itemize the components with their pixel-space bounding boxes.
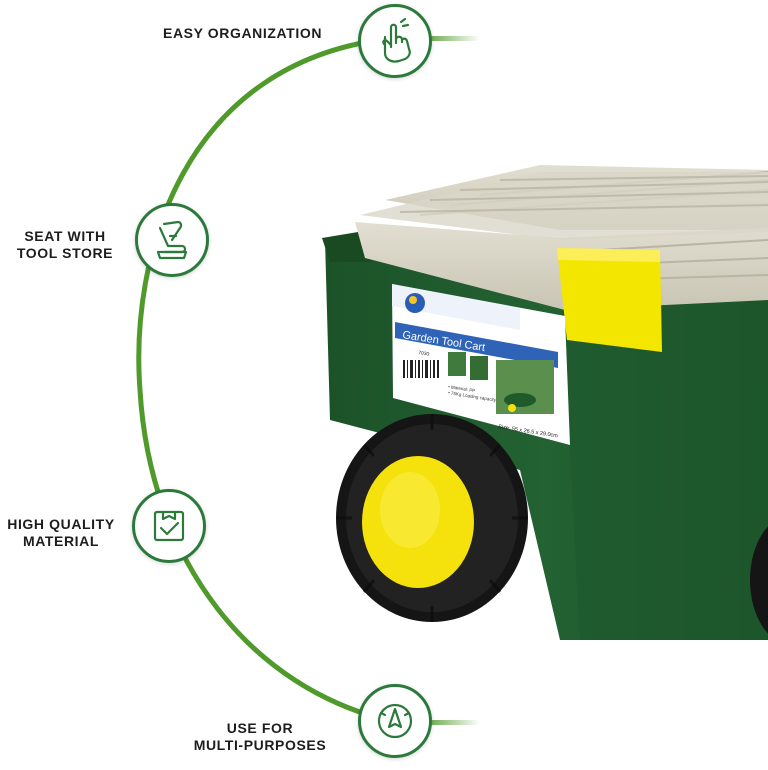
label-code: 7030 bbox=[418, 350, 430, 358]
timeline-arc bbox=[136, 35, 396, 725]
badge-use-for-multi-purposes bbox=[358, 684, 432, 758]
badge-high-quality-material bbox=[132, 489, 206, 563]
right-wheel bbox=[750, 526, 768, 634]
seat-icon bbox=[156, 220, 188, 260]
badge-seat-with-tool-store bbox=[135, 203, 209, 277]
label-easy-organization: EASY ORGANIZATION bbox=[163, 25, 323, 41]
quality-check-icon bbox=[153, 510, 185, 542]
hand-pointer-icon bbox=[382, 17, 411, 63]
garden-cart-image: Garden Tool Cart 7030 • Material: PP • 7… bbox=[322, 165, 768, 640]
label-use-for-multi-purposes: USE FOR MULTI-PURPOSES bbox=[193, 720, 327, 753]
latch bbox=[557, 248, 662, 352]
compass-icon bbox=[377, 703, 413, 739]
label-bullet-1: • Material: PP bbox=[448, 384, 476, 393]
left-wheel bbox=[336, 414, 528, 622]
label-high-quality-material: HIGH QUALITY MATERIAL bbox=[7, 516, 115, 549]
label-seat-with-tool-store: SEAT WITH TOOL STORE bbox=[16, 228, 114, 261]
badge-easy-organization bbox=[358, 4, 432, 78]
